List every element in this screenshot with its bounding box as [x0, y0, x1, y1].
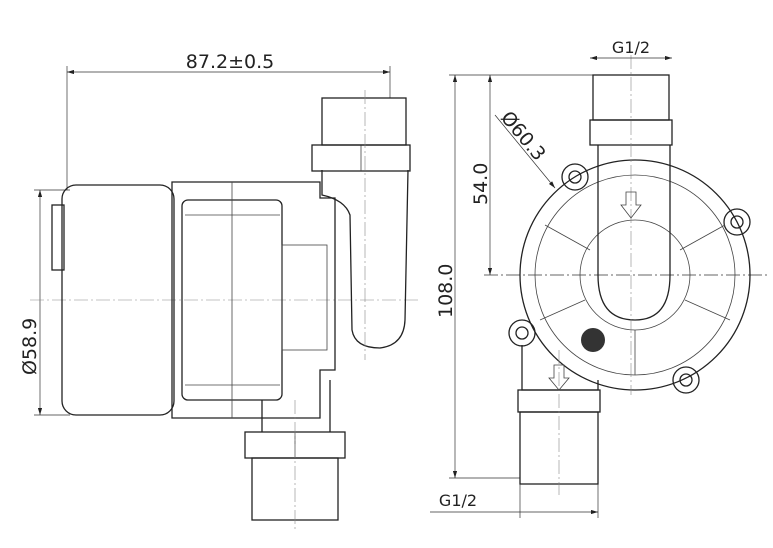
inlet-pipe	[597, 145, 671, 321]
inlet-thread-label: G1/2	[612, 38, 650, 57]
length-label: 87.2±0.5	[186, 51, 274, 73]
motor-body	[61, 184, 175, 416]
housing-diameter-label: Ø60.3	[496, 107, 550, 165]
outlet-body	[521, 345, 599, 391]
center-height-label: 54.0	[470, 163, 492, 205]
top-thread	[321, 97, 407, 146]
outlet-thread-label: G1/2	[439, 491, 477, 510]
motor-cap	[51, 204, 65, 271]
motor-diameter-dimension: Ø58.9	[19, 189, 70, 416]
ribs	[539, 224, 731, 375]
motor-diameter-label: Ø58.9	[19, 318, 41, 375]
center-height-dimension: 54.0	[470, 75, 770, 276]
height-dimension: 108.0	[435, 74, 595, 479]
volute-body	[281, 244, 328, 351]
height-label: 108.0	[435, 264, 457, 318]
elbow-pipe	[321, 169, 409, 349]
bottom-pipe	[261, 380, 331, 432]
length-dimension: 87.2±0.5	[66, 51, 391, 190]
outlet-arrow-icon	[548, 364, 570, 391]
flow-arrow-icon	[620, 191, 642, 219]
outlet-thread-dimension: G1/2	[430, 484, 599, 518]
side-view: 87.2±0.5 Ø58.9	[19, 51, 420, 530]
inlet-thread-dimension: G1/2	[590, 38, 672, 61]
front-view: 108.0 54.0 Ø60.3	[430, 38, 770, 518]
brand-logo	[581, 328, 605, 352]
inlet-thread	[592, 74, 670, 121]
flange	[171, 181, 336, 419]
housing	[519, 159, 751, 391]
housing-diameter-dimension: Ø60.3	[494, 107, 556, 189]
